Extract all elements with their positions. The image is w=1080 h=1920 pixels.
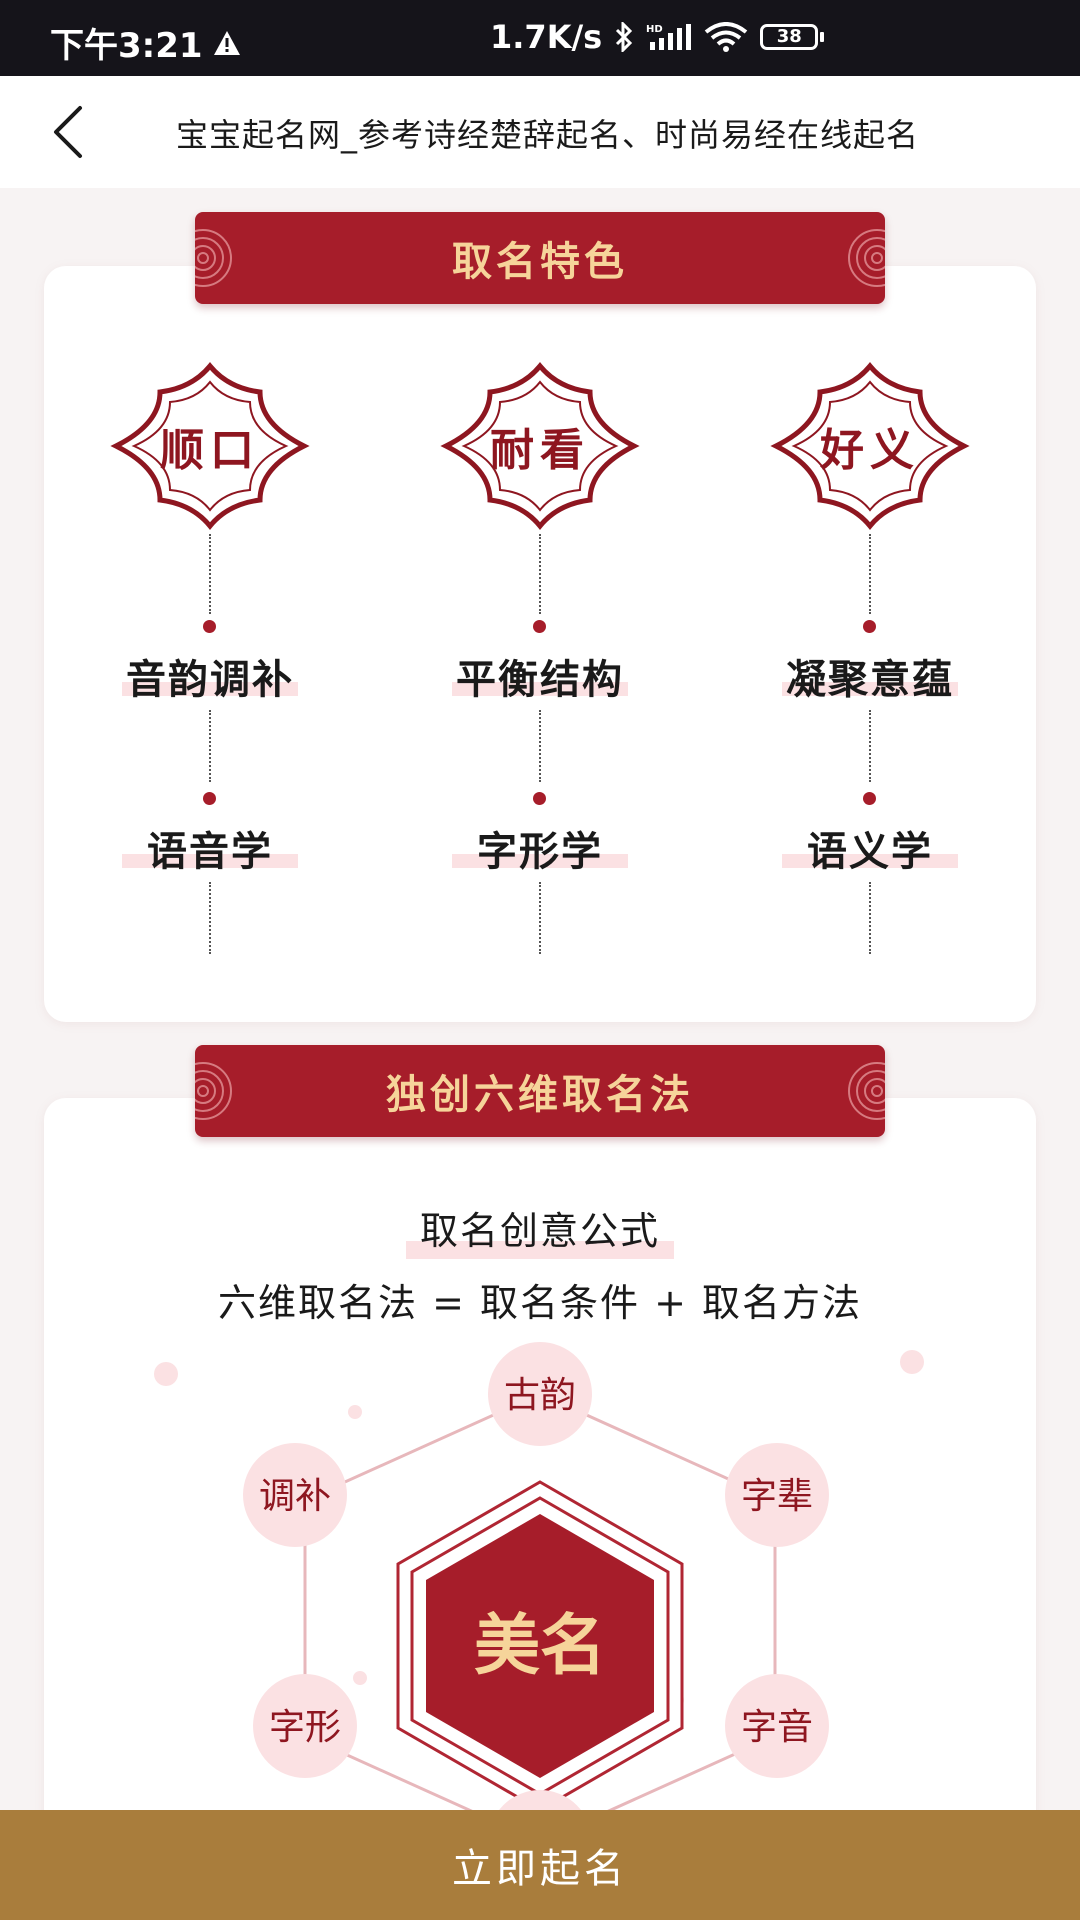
dotted-connector bbox=[209, 882, 211, 954]
dotted-connector bbox=[869, 882, 871, 954]
status-time-group: 下午3:21 bbox=[50, 18, 241, 67]
discipline-label: 语音学 bbox=[147, 829, 273, 875]
feature-label: 音韵调补 bbox=[126, 657, 294, 703]
dotted-connector bbox=[869, 534, 871, 614]
dotted-connector bbox=[209, 534, 211, 614]
node-label: 古韵 bbox=[504, 1375, 576, 1416]
connector-dot bbox=[203, 792, 216, 805]
label-highlight bbox=[452, 682, 628, 696]
node-label: 字形 bbox=[269, 1707, 341, 1748]
connector-dot bbox=[533, 620, 546, 633]
nav-bar: 宝宝起名网_参考诗经楚辞起名、时尚易经在线起名 bbox=[0, 76, 1080, 188]
badge-text: 顺口 bbox=[160, 425, 260, 476]
six-dimension-diagram: 美名 古韵 调补 字辈 字形 字音 bbox=[154, 1342, 924, 1870]
dotted-connector bbox=[869, 710, 871, 782]
battery-icon: 38 bbox=[760, 24, 825, 50]
method-banner-label: 独创六维取名法 bbox=[386, 1072, 694, 1118]
feature-column-naikan: 耐看 平衡结构 字形学 bbox=[440, 362, 640, 962]
node-label: 字辈 bbox=[741, 1476, 813, 1517]
net-speed: 1.7K/s bbox=[490, 18, 603, 56]
badge-frame-icon bbox=[440, 362, 640, 530]
node-zixing: 字形 bbox=[253, 1674, 357, 1778]
node-ziyin: 字音 bbox=[725, 1674, 829, 1778]
badge-frame-icon bbox=[110, 362, 310, 530]
page-title: 宝宝起名网_参考诗经楚辞起名、时尚易经在线起名 bbox=[176, 116, 920, 154]
feature-label: 凝聚意蕴 bbox=[786, 657, 954, 703]
warning-icon bbox=[213, 30, 240, 55]
cloud-ornament-icon bbox=[848, 1062, 885, 1120]
connector-dot bbox=[533, 792, 546, 805]
dotted-connector bbox=[539, 882, 541, 954]
svg-text:HD: HD bbox=[646, 24, 663, 35]
dotted-connector bbox=[539, 710, 541, 782]
bluetooth-icon bbox=[616, 22, 633, 52]
node-label: 字音 bbox=[741, 1707, 813, 1748]
back-icon[interactable] bbox=[40, 100, 104, 164]
cloud-ornament-icon bbox=[848, 229, 885, 287]
connector-dot bbox=[203, 620, 216, 633]
signal-icon: HD bbox=[646, 24, 692, 50]
node-tiaobu: 调补 bbox=[243, 1443, 347, 1547]
label-highlight bbox=[782, 682, 958, 696]
formula-title: 取名创意公式 bbox=[419, 1209, 660, 1253]
features-banner-label: 取名特色 bbox=[452, 239, 628, 285]
label-highlight bbox=[452, 854, 628, 868]
battery-level: 38 bbox=[760, 24, 819, 50]
status-bar: 下午3:21 1.7K/s HD bbox=[0, 0, 1080, 76]
discipline-label: 字形学 bbox=[477, 829, 603, 875]
connector-dot bbox=[863, 620, 876, 633]
label-highlight bbox=[122, 682, 298, 696]
center-label: 美名 bbox=[474, 1607, 606, 1684]
dotted-connector bbox=[539, 534, 541, 614]
badge-frame-icon bbox=[770, 362, 970, 530]
badge-text: 好义 bbox=[820, 425, 920, 476]
node-guyun: 古韵 bbox=[488, 1342, 592, 1446]
label-highlight bbox=[782, 854, 958, 868]
feature-label: 平衡结构 bbox=[456, 657, 624, 703]
feature-column-shunkou: 顺口 音韵调补 语音学 bbox=[110, 362, 310, 962]
status-time: 下午3:21 bbox=[50, 26, 203, 66]
badge-text: 耐看 bbox=[490, 425, 590, 476]
wifi-icon bbox=[704, 22, 748, 52]
dotted-connector bbox=[209, 710, 211, 782]
formula-equation: 六维取名法 = 取名条件 + 取名方法 bbox=[218, 1281, 862, 1325]
start-naming-button[interactable]: 立即起名 bbox=[0, 1810, 1080, 1920]
features-banner: 取名特色 bbox=[195, 212, 885, 304]
node-zibei: 字辈 bbox=[725, 1443, 829, 1547]
node-label: 调补 bbox=[259, 1476, 331, 1517]
status-icons: 1.7K/s HD 38 bbox=[490, 18, 825, 56]
discipline-label: 语义学 bbox=[807, 829, 933, 875]
cloud-ornament-icon bbox=[195, 229, 232, 287]
label-highlight bbox=[122, 854, 298, 868]
cloud-ornament-icon bbox=[195, 1062, 232, 1120]
connector-dot bbox=[863, 792, 876, 805]
formula-title-row: 取名创意公式 bbox=[0, 1200, 1080, 1259]
feature-column-haoyi: 好义 凝聚意蕴 语义学 bbox=[770, 362, 970, 962]
method-banner: 独创六维取名法 bbox=[195, 1045, 885, 1137]
